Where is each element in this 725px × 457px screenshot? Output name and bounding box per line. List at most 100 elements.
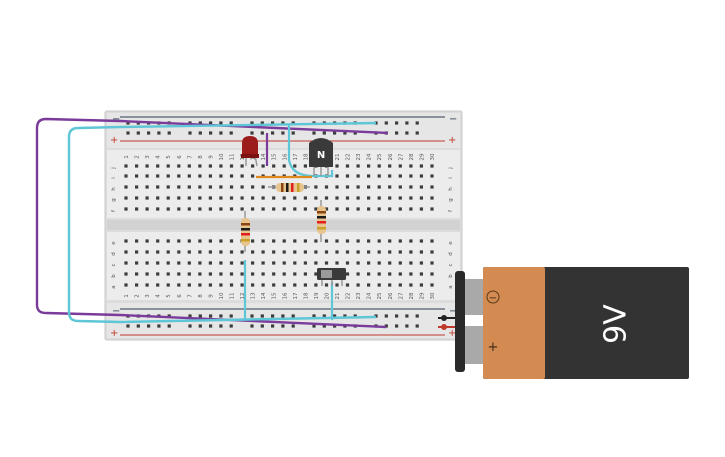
hole-g8[interactable] [198,196,202,200]
hole-d10[interactable] [219,250,223,254]
hole-a1[interactable] [124,283,128,287]
hole-d14[interactable] [261,250,265,254]
rail-hole-top-minus[interactable] [260,121,264,125]
rail-hole-top-minus[interactable] [209,121,213,125]
rail-hole-bottom-plus[interactable] [312,324,316,328]
hole-c27[interactable] [398,261,402,265]
wires[interactable] [35,117,389,329]
rail-hole-bottom-minus[interactable] [219,314,223,318]
hole-b14[interactable] [261,272,265,276]
rail-hole-bottom-plus[interactable] [250,324,254,328]
hole-f2[interactable] [135,207,139,211]
rail-hole-bottom-minus[interactable] [271,314,275,318]
rail-hole-top-minus[interactable] [229,121,233,125]
hole-i23[interactable] [356,174,360,178]
hole-d22[interactable] [345,250,350,254]
rail-hole-bottom-plus[interactable] [147,324,151,328]
rail-hole-top-plus[interactable] [343,131,347,135]
hole-e21[interactable] [335,239,339,243]
hole-j22[interactable] [345,164,350,168]
hole-j8[interactable] [198,164,202,168]
hole-j27[interactable] [398,164,402,168]
rail-hole-bottom-plus[interactable] [333,324,337,328]
hole-b30[interactable] [430,272,434,276]
hole-f22[interactable] [345,207,350,211]
hole-g15[interactable] [272,196,276,200]
hole-j4[interactable] [156,164,160,168]
hole-e15[interactable] [272,239,276,243]
hole-a12[interactable] [240,283,244,287]
hole-f28[interactable] [409,207,413,211]
hole-c21[interactable] [335,261,339,265]
rail-hole-bottom-plus[interactable] [271,324,275,328]
hole-b24[interactable] [367,272,371,276]
rail-hole-top-minus[interactable] [250,121,254,125]
hole-e24[interactable] [367,239,371,243]
hole-j17[interactable] [293,164,297,168]
rail-hole-bottom-minus[interactable] [405,314,409,318]
hole-f16[interactable] [282,207,286,211]
hole-e30[interactable] [430,239,434,243]
rail-hole-top-plus[interactable] [281,131,285,135]
rail-hole-top-minus[interactable] [395,121,399,125]
hole-g2[interactable] [135,196,139,200]
hole-b23[interactable] [356,272,360,276]
hole-a21[interactable] [335,283,339,287]
hole-e29[interactable] [419,239,423,243]
hole-h7[interactable] [187,185,191,189]
hole-c29[interactable] [419,261,423,265]
hole-d6[interactable] [177,250,181,254]
hole-c1[interactable] [124,261,128,265]
hole-a16[interactable] [282,283,286,287]
hole-a20[interactable] [324,283,329,287]
hole-e7[interactable] [187,239,191,243]
hole-f20[interactable] [324,207,329,211]
hole-h28[interactable] [409,185,413,189]
hole-g12[interactable] [240,196,244,200]
hole-g16[interactable] [282,196,286,200]
hole-g7[interactable] [187,196,191,200]
hole-c13[interactable] [251,261,255,265]
rail-hole-top-plus[interactable] [229,131,233,135]
hole-h27[interactable] [398,185,402,189]
hole-f5[interactable] [166,207,170,211]
hole-j5[interactable] [166,164,170,168]
hole-e17[interactable] [293,239,297,243]
hole-g5[interactable] [166,196,170,200]
hole-b12[interactable] [240,272,244,276]
hole-f13[interactable] [251,207,255,211]
hole-i30[interactable] [430,174,434,178]
hole-g22[interactable] [345,196,350,200]
hole-h19[interactable] [314,185,318,189]
hole-j2[interactable] [135,164,139,168]
hole-a19[interactable] [314,283,318,287]
rail-hole-bottom-plus[interactable] [167,324,171,328]
hole-f29[interactable] [419,207,423,211]
hole-d9[interactable] [208,250,212,254]
rail-hole-bottom-minus[interactable] [312,314,316,318]
hole-c22[interactable] [345,261,350,265]
hole-j1[interactable] [124,164,128,168]
hole-h22[interactable] [345,185,350,189]
hole-c16[interactable] [282,261,286,265]
rail-hole-top-plus[interactable] [271,131,275,135]
rail-hole-top-minus[interactable] [198,121,202,125]
hole-c4[interactable] [156,261,160,265]
hole-c20[interactable] [324,261,329,265]
hole-e20[interactable] [324,239,329,243]
rail-hole-top-plus[interactable] [209,131,213,135]
hole-a25[interactable] [377,283,381,287]
hole-e5[interactable] [166,239,170,243]
hole-c15[interactable] [272,261,276,265]
breadboard[interactable]: − − + + − − + + 112233445566778899101011… [104,110,463,341]
hole-c14[interactable] [261,261,265,265]
hole-a15[interactable] [272,283,276,287]
hole-a28[interactable] [409,283,413,287]
hole-i28[interactable] [409,174,413,178]
hole-c17[interactable] [293,261,297,265]
hole-c2[interactable] [135,261,139,265]
hole-g17[interactable] [293,196,297,200]
hole-g14[interactable] [261,196,265,200]
cyan-wire-transistor[interactable] [287,124,334,178]
hole-e26[interactable] [388,239,392,243]
